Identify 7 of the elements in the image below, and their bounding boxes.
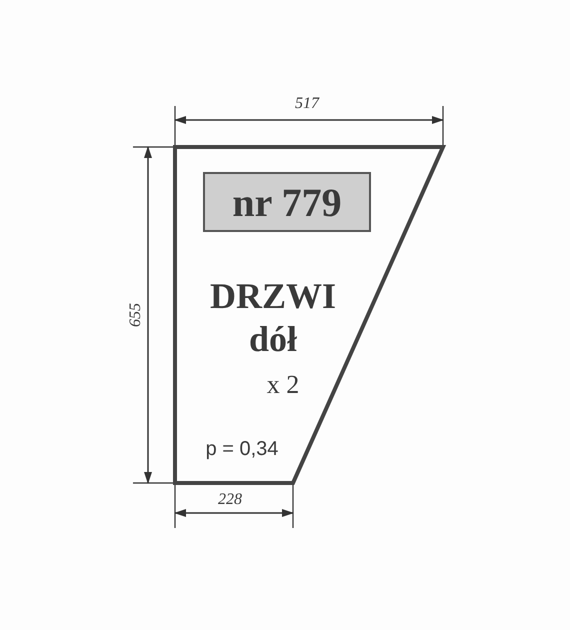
panel-title: DRZWI dół bbox=[208, 275, 338, 362]
dimension-label: 517 bbox=[295, 96, 319, 112]
dimension-label: 228 bbox=[218, 492, 242, 508]
thickness-text: p = 0,34 bbox=[204, 437, 280, 461]
quantity-text: x 2 bbox=[266, 369, 300, 400]
dimension-label: 655 bbox=[128, 303, 144, 327]
label-plate: nr 779 bbox=[203, 172, 371, 232]
